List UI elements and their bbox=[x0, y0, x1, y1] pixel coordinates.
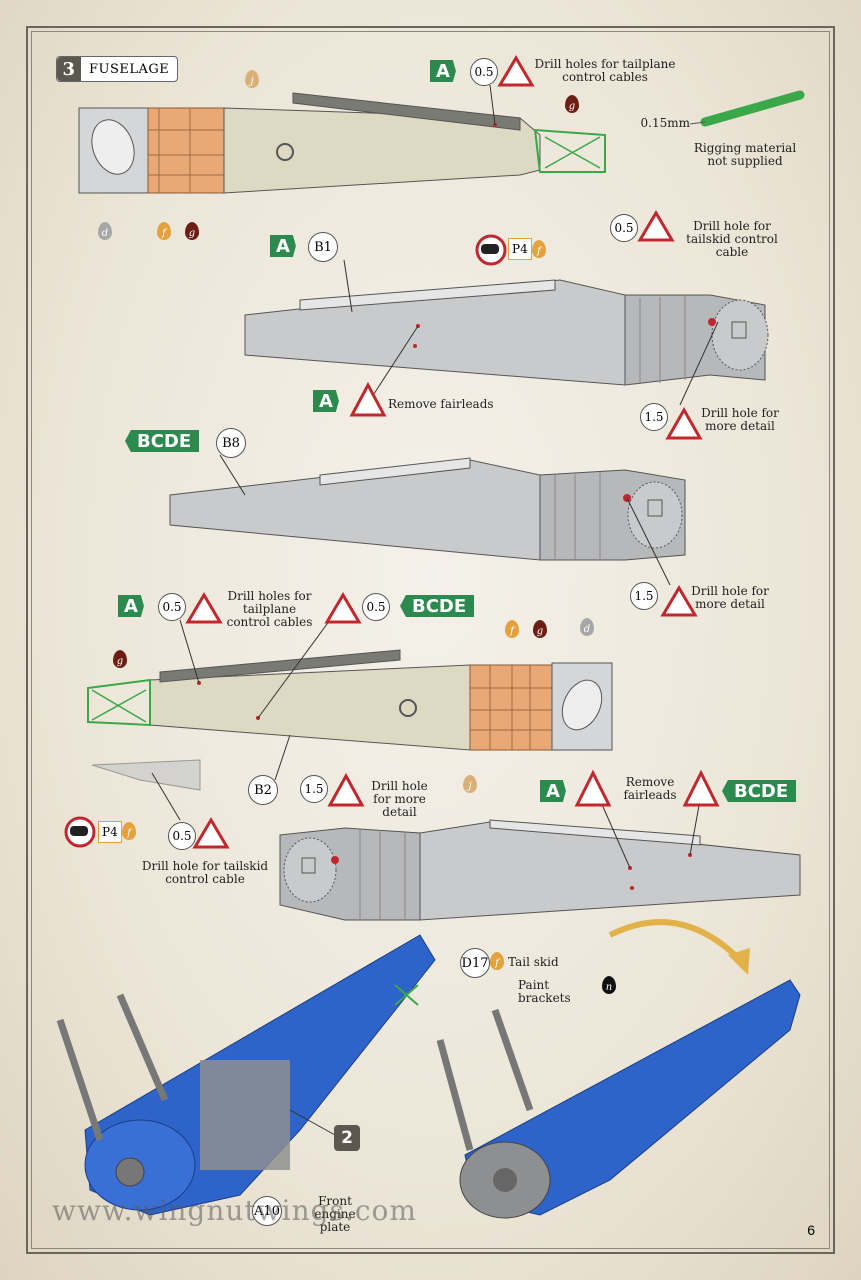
paint-brackets-label: Paint brackets bbox=[518, 978, 571, 1005]
size-value: 0.5 bbox=[366, 600, 386, 614]
drill-size-badge: 1.5 bbox=[640, 403, 668, 431]
part-p4: P4 bbox=[508, 238, 532, 260]
warning-triangles bbox=[185, 55, 720, 849]
part-d17: D17 bbox=[460, 948, 490, 978]
website-watermark: www.wingnutwings.com bbox=[52, 1194, 417, 1227]
size-value: 0.5 bbox=[614, 221, 634, 235]
step-number: 3 bbox=[57, 57, 81, 81]
version-tag-a: A bbox=[430, 60, 456, 82]
version-tag-a: A bbox=[270, 235, 296, 257]
elephant-badges bbox=[64, 234, 507, 848]
fuselage-side-b2 bbox=[279, 799, 801, 921]
fuselage-interior-b2 bbox=[87, 619, 613, 821]
version-tag-bcde: BCDE bbox=[400, 595, 475, 617]
fuselage-side-b8 bbox=[169, 454, 686, 586]
drill-size-badge: 0.5 bbox=[470, 58, 498, 86]
drill-size-badge: 0.5 bbox=[158, 593, 186, 621]
assembled-fuselage-left bbox=[56, 934, 436, 1216]
drill-detail-label-3: Drill hole for more detail bbox=[371, 779, 428, 819]
drill-size-badge: 1.5 bbox=[300, 775, 328, 803]
drill-tailplane-label-top: Drill holes for tailplane control cables bbox=[534, 57, 676, 84]
part-b8: B8 bbox=[216, 428, 246, 458]
rigging-material bbox=[689, 90, 805, 127]
paint-drop-j: j bbox=[245, 70, 259, 88]
drill-size-badge: 0.5 bbox=[610, 214, 638, 242]
step-title: FUSELAGE bbox=[89, 61, 170, 77]
reference-step-2: 2 bbox=[334, 1125, 360, 1151]
part-b1: B1 bbox=[308, 232, 338, 262]
size-value: 0.5 bbox=[162, 600, 182, 614]
paint-drop-d: d bbox=[98, 222, 112, 240]
top-fuselage-interior bbox=[78, 84, 606, 194]
step-header: 3 FUSELAGE bbox=[56, 56, 178, 82]
remove-fairleads-label-1: Remove fairleads bbox=[388, 397, 494, 411]
paint-drop-g: g bbox=[185, 222, 199, 240]
version-tag-a: A bbox=[118, 595, 144, 617]
paint-drop-f: f bbox=[505, 620, 519, 638]
size-value: 1.5 bbox=[304, 782, 324, 796]
fuselage-side-b1 bbox=[244, 259, 769, 406]
version-tag-a: A bbox=[313, 390, 339, 412]
drill-detail-label-2: Drill hole for more detail bbox=[691, 584, 769, 611]
page-border bbox=[26, 26, 835, 1254]
paint-drop-f: f bbox=[532, 240, 546, 258]
paint-drop-f: f bbox=[122, 822, 136, 840]
paint-drop-f: f bbox=[157, 222, 171, 240]
paint-drop-j: j bbox=[463, 775, 477, 793]
drill-tailskid-label-bottom: Drill hole for tailskid control cable bbox=[141, 859, 269, 886]
drill-tailplane-label-mid: Drill holes for tailplane control cables bbox=[226, 589, 313, 629]
size-value: 0.5 bbox=[172, 829, 192, 843]
drill-size-badge: 0.5 bbox=[168, 822, 196, 850]
tail-skid-label: Tail skid bbox=[508, 955, 559, 969]
size-value: 1.5 bbox=[644, 410, 664, 424]
front-engine-plate-label: Front engine plate bbox=[314, 1194, 356, 1234]
part-a10: A10 bbox=[252, 1196, 282, 1226]
part-p4: P4 bbox=[98, 821, 122, 843]
paint-drop-n: n bbox=[602, 976, 616, 994]
assembled-fuselage-right bbox=[436, 919, 801, 1219]
drill-size-badge: 1.5 bbox=[630, 582, 658, 610]
drill-tailskid-label-top: Drill hole for tailskid control cable bbox=[686, 219, 778, 259]
drill-size-badge: 0.5 bbox=[362, 593, 390, 621]
version-tag-bcde: BCDE bbox=[125, 430, 200, 452]
part-b2: B2 bbox=[248, 775, 278, 805]
rigging-label: Rigging material not supplied bbox=[693, 141, 797, 168]
remove-fairleads-label-2: Remove fairleads bbox=[623, 775, 677, 802]
size-value: 0.5 bbox=[474, 65, 494, 79]
page-number: 6 bbox=[807, 1222, 815, 1238]
rigging-size: 0.15mm bbox=[640, 116, 690, 130]
paint-drop-d: d bbox=[580, 618, 594, 636]
paint-drop-g: g bbox=[113, 650, 127, 668]
paint-drop-g: g bbox=[533, 620, 547, 638]
paint-drop-f: f bbox=[490, 952, 504, 970]
version-tag-bcde: BCDE bbox=[722, 780, 797, 802]
drill-detail-label-1: Drill hole for more detail bbox=[701, 406, 779, 433]
paint-drop-g: g bbox=[565, 95, 579, 113]
version-tag-a: A bbox=[540, 780, 566, 802]
size-value: 1.5 bbox=[634, 589, 654, 603]
